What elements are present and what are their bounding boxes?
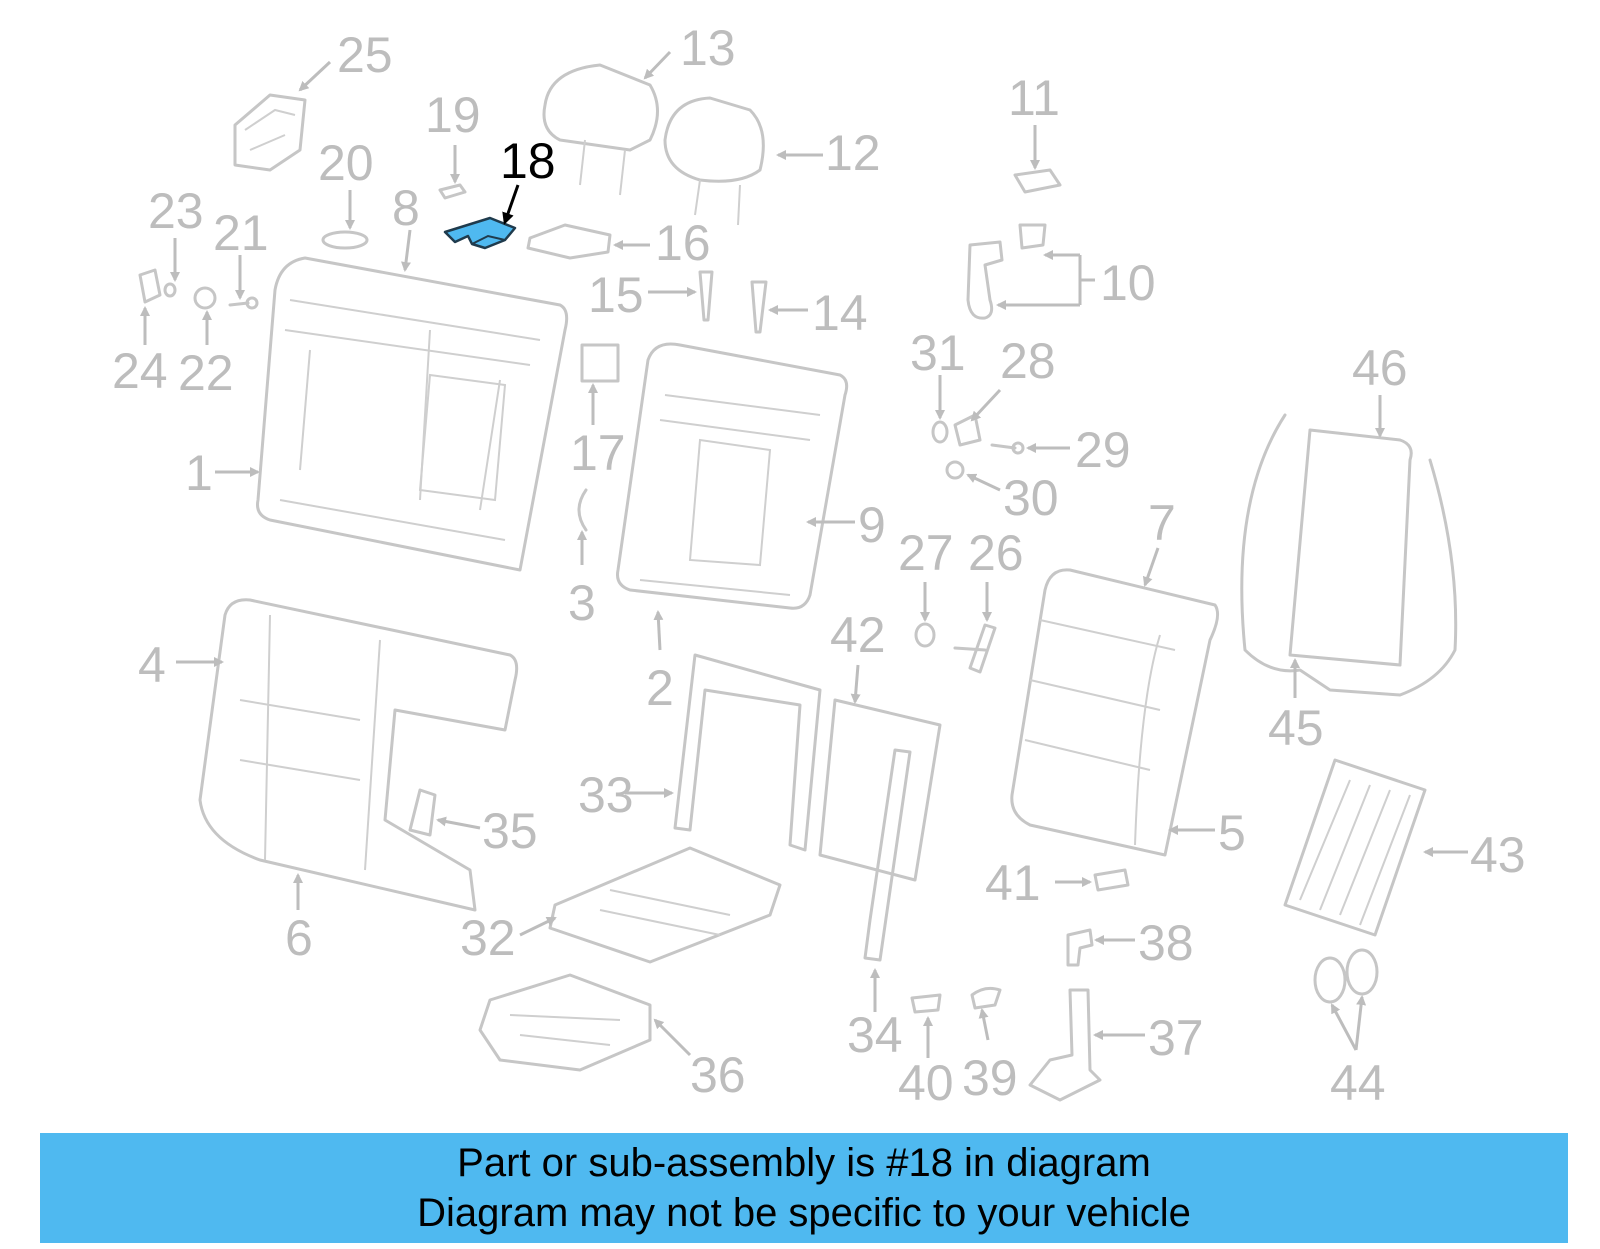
part-41-pad [1093, 868, 1130, 892]
callout-10: 10 [1100, 255, 1156, 311]
part-29-bolt [990, 441, 1025, 455]
info-banner: Part or sub-assembly is #18 in diagram D… [40, 1133, 1568, 1243]
callout-27: 27 [898, 525, 954, 581]
callout-38: 38 [1138, 915, 1194, 971]
callout-31: 31 [910, 325, 966, 381]
callout-2: 2 [646, 660, 674, 716]
part-9-seatback-frame [616, 342, 849, 610]
parts-diagram: 25 13 12 19 18 20 8 16 23 21 24 22 15 14… [112, 20, 1526, 1111]
part-31-washer [931, 420, 949, 444]
part-20-pad [321, 230, 369, 250]
part-24-clip [138, 268, 177, 304]
part-3-clip [577, 488, 588, 532]
callout-7: 7 [1148, 495, 1176, 551]
callout-14: 14 [812, 285, 868, 341]
part-5-seatback [1010, 568, 1220, 857]
part-17-pad [580, 343, 620, 383]
callout-44: 44 [1330, 1055, 1386, 1111]
part-30-nut [945, 460, 965, 480]
part-32-cushion [548, 846, 782, 964]
part-37-bracket [1028, 988, 1102, 1102]
part-12-headrest [663, 96, 765, 226]
part-28-clip [953, 413, 982, 447]
callout-16: 16 [655, 215, 711, 271]
callout-9: 9 [858, 497, 886, 553]
part-19-clip [438, 183, 467, 200]
part-33-pad [673, 653, 822, 852]
part-11-latch-cover [1013, 168, 1062, 194]
callout-4: 4 [138, 637, 166, 693]
part-43-spring-mat [1283, 758, 1427, 937]
callout-26: 26 [968, 525, 1024, 581]
callout-19: 19 [425, 87, 481, 143]
callout-6: 6 [285, 910, 313, 966]
part-22-nut [193, 286, 259, 310]
callout-32: 32 [460, 910, 516, 966]
callout-46: 46 [1352, 340, 1408, 396]
callout-8: 8 [392, 180, 420, 236]
part-44-discs [1313, 948, 1379, 1004]
callout-37: 37 [1148, 1010, 1204, 1066]
callout-11: 11 [1008, 70, 1060, 126]
callout-35: 35 [482, 803, 538, 859]
callout-15: 15 [588, 267, 644, 323]
part-26-bracket [953, 623, 997, 674]
leader-arrows [140, 50, 1468, 1058]
part-36-seat-frame [478, 973, 652, 1072]
callout-1: 1 [185, 445, 213, 501]
callout-25: 25 [337, 27, 393, 83]
part-4-seat-cushion [198, 598, 519, 912]
callout-40: 40 [898, 1055, 954, 1111]
part-16-plate [526, 223, 612, 260]
banner-line-part-number: Part or sub-assembly is #18 in diagram [457, 1141, 1151, 1185]
callout-41: 41 [985, 855, 1041, 911]
part-40-pad [910, 993, 942, 1014]
part-39-cap [970, 986, 1002, 1010]
callout-18-highlighted: 18 [500, 133, 556, 189]
callout-29: 29 [1075, 422, 1131, 478]
part-1-seatback-frame [256, 256, 569, 572]
part-10-latch [966, 223, 1047, 320]
callout-39: 39 [962, 1050, 1018, 1106]
callout-45: 45 [1268, 700, 1324, 756]
part-27-washer [914, 622, 936, 648]
part-46-seatback-cover [1240, 413, 1458, 697]
callout-28: 28 [1000, 333, 1056, 389]
callout-43: 43 [1470, 827, 1526, 883]
part-35-clip [408, 788, 437, 837]
callout-12: 12 [825, 125, 881, 181]
part-14-pin [750, 280, 768, 334]
callout-labels: 25 13 12 19 18 20 8 16 23 21 24 22 15 14… [112, 20, 1526, 1111]
callout-23: 23 [148, 183, 204, 239]
part-34-strip [863, 748, 912, 962]
callout-24: 24 [112, 343, 168, 399]
callout-17: 17 [570, 425, 626, 481]
callout-33: 33 [578, 767, 634, 823]
callout-30: 30 [1003, 470, 1059, 526]
callout-20: 20 [318, 135, 374, 191]
callout-22: 22 [178, 345, 234, 401]
part-18-highlighted [443, 216, 517, 250]
part-15-pin [698, 270, 714, 322]
part-25-bracket [233, 93, 307, 172]
callout-36: 36 [690, 1047, 746, 1103]
banner-line-disclaimer: Diagram may not be specific to your vehi… [417, 1191, 1191, 1235]
callout-42: 42 [830, 607, 886, 663]
callout-3: 3 [568, 575, 596, 631]
callout-13: 13 [680, 20, 736, 76]
callout-34: 34 [847, 1007, 903, 1063]
part-38-clip [1066, 928, 1094, 967]
part-13-headrest [542, 63, 659, 196]
callout-21: 21 [213, 205, 269, 261]
callout-5: 5 [1218, 805, 1246, 861]
part-42-panel [818, 698, 942, 882]
